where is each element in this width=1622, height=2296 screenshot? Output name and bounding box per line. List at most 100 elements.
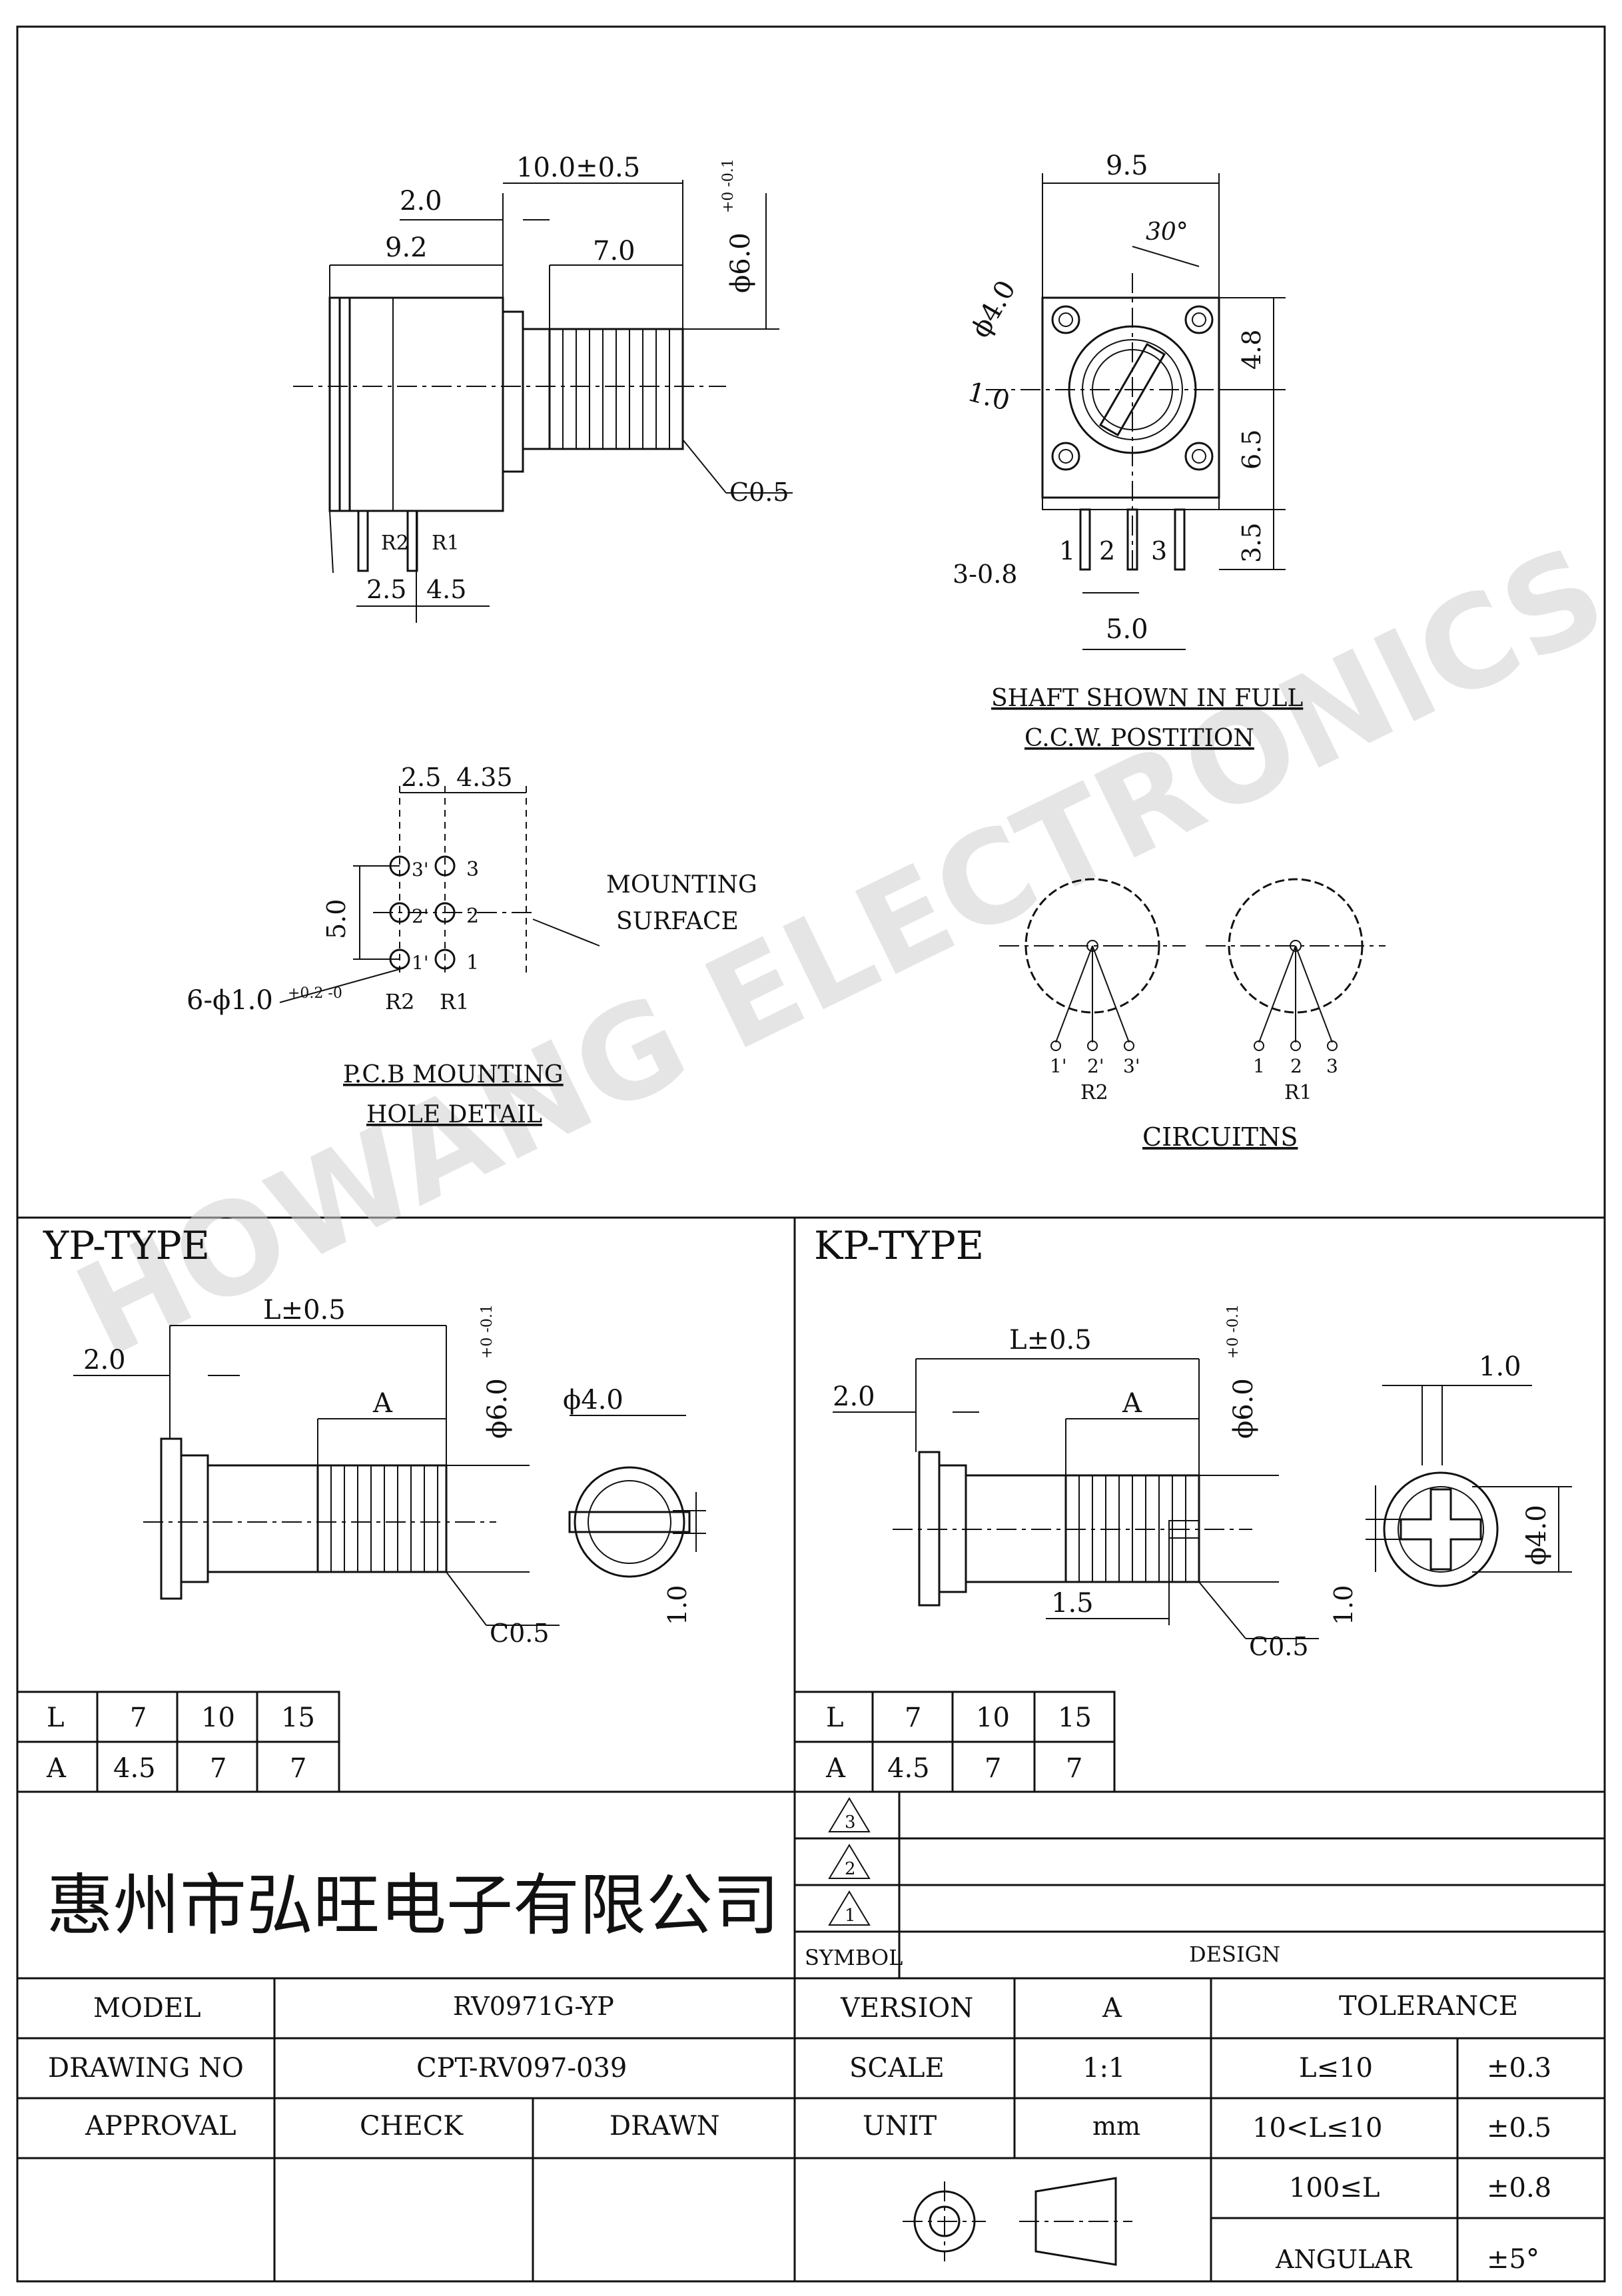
dim-shaft-diameter: ϕ6.0 (725, 232, 756, 293)
tolerance-value: ±5° (1487, 2244, 1539, 2275)
pcb-dim-pitch: 5.0 (322, 899, 351, 939)
yp-dim-diameter-tolerance: +0 -0.1 (479, 1304, 496, 1359)
dim-angle: 30° (1146, 218, 1188, 246)
front-pin-3: 3 (1151, 536, 1167, 566)
dim-pin-width: 3-0.8 (953, 560, 1017, 589)
dim-pin-length: 3.5 (1237, 523, 1266, 563)
yp-table-cell: 7 (290, 1753, 306, 1784)
svg-text:3: 3 (845, 1812, 856, 1832)
circuit-right-pin-3: 3 (1326, 1055, 1338, 1077)
side-view: 10.0±0.5 2.0 9.2 7.0 ϕ6.0 +0 -0.1 C0.5 R… (293, 153, 793, 623)
yp-chamfer: C0.5 (490, 1619, 550, 1648)
drawing-no-label: DRAWING NO (48, 2053, 244, 2084)
pcb-title-line1: P.C.B MOUNTING (343, 1061, 564, 1088)
pcb-pin-3-prime: 3' (412, 859, 429, 881)
drawing-border (16, 25, 1606, 2283)
model-value: RV0971G-YP (453, 1992, 614, 2021)
tolerance-range: 10<L≤10 (1252, 2113, 1382, 2143)
kp-table-cell: 7 (985, 1753, 1001, 1784)
pcb-hole-tolerance: +0.2 -0 (288, 985, 342, 1002)
yp-table-cell: L (47, 1703, 65, 1733)
circuit-left-pin-3: 3' (1123, 1055, 1140, 1077)
yp-table: L 7 10 15 A 4.5 7 7 (16, 1691, 340, 1793)
yp-table-cell: 15 (281, 1703, 315, 1733)
front-view: 9.5 30° ϕ4.0 1.0 4.8 6.5 3.5 1 2 3 3-0.8… (953, 151, 1303, 752)
kp-table-cell: L (826, 1703, 844, 1733)
pcb-pin-2: 2 (466, 905, 479, 928)
kp-dim-bushing: 2.0 (833, 1381, 875, 1412)
yp-dim-diameter: ϕ6.0 (482, 1378, 513, 1439)
dim-shaft: 7.0 (593, 236, 635, 266)
dim-upper: 4.8 (1237, 330, 1266, 370)
projection-symbol (903, 2177, 1132, 2266)
kp-dim-knob: ϕ4.0 (1521, 1505, 1552, 1565)
tolerance-value: ±0.5 (1487, 2113, 1551, 2143)
kp-dim-slot-length: 1.5 (1051, 1588, 1094, 1619)
kp-table-cell: 7 (1066, 1753, 1082, 1784)
tolerance-range: 100≤L (1289, 2173, 1380, 2203)
dim-front-width: 9.5 (1106, 151, 1148, 181)
yp-table-cell: A (46, 1753, 67, 1784)
revision-triangle-1: 1 (828, 1890, 871, 1926)
circuit-left-name: R2 (1080, 1081, 1108, 1104)
yp-dim-length: L±0.5 (263, 1295, 346, 1326)
drawing-no-value: CPT-RV097-039 (416, 2053, 627, 2084)
kp-dim-a: A (1122, 1388, 1142, 1419)
drawn-label: DRAWN (609, 2111, 720, 2141)
model-label: MODEL (93, 1993, 201, 2024)
kp-dim-diameter-tolerance: +0 -0.1 (1225, 1304, 1242, 1359)
pcb-dim-a: 2.5 (401, 763, 441, 792)
circuit-right-name: R1 (1284, 1081, 1312, 1104)
circuit-left-pin-1: 1' (1050, 1055, 1067, 1077)
yp-title: YP-TYPE (43, 1223, 210, 1268)
pcb-pin-3: 3 (466, 858, 479, 881)
circuit-left-pin-2: 2' (1087, 1055, 1104, 1077)
pcb-title-line2: HOLE DETAIL (366, 1101, 542, 1128)
dim-pin-a: 2.5 (366, 575, 406, 604)
dim-shaft-diameter-tolerance: +0 -0.1 (720, 159, 737, 213)
dim-lower: 6.5 (1237, 430, 1266, 470)
front-pin-2: 2 (1099, 536, 1115, 566)
pcb-pin-2-prime: 2' (412, 905, 429, 927)
circuits-title: CIRCUITNS (1142, 1122, 1298, 1152)
pcb-hole-spec: 6-ϕ1.0 (187, 985, 273, 1016)
design-label: DESIGN (1189, 1942, 1280, 1967)
tolerance-label: TOLERANCE (1339, 1991, 1518, 2022)
dim-pin-b: 4.5 (426, 575, 466, 604)
mounting-line2: SURFACE (616, 908, 739, 935)
unit-label: UNIT (863, 2111, 937, 2141)
tolerance-value: ±0.3 (1487, 2053, 1551, 2084)
pin-label-r2: R2 (381, 532, 409, 555)
pcb-detail: 2.5 4.35 5.0 6-ϕ1.0 +0.2 -0 3' 2' 1' 3 2… (187, 763, 757, 1128)
pin-label-r1: R1 (432, 532, 460, 555)
circuits: 1' 2' 3' R2 1 2 3 R1 CIRCUITNS (999, 878, 1386, 1152)
kp-table-cell: A (825, 1753, 846, 1784)
dim-total-length: 10.0±0.5 (516, 153, 640, 183)
front-note-line2: C.C.W. POSTITION (1024, 725, 1254, 752)
kp-title: KP-TYPE (814, 1223, 984, 1268)
yp-dim-knob: ϕ4.0 (563, 1385, 623, 1415)
unit-value: mm (1092, 2111, 1140, 2141)
kp-dim-slot: 1.0 (1329, 1585, 1358, 1625)
pcb-dim-b: 4.35 (456, 763, 513, 792)
yp-table-cell: 10 (201, 1703, 235, 1733)
tolerance-range: ANGULAR (1275, 2245, 1413, 2274)
version-value: A (1102, 1993, 1122, 2024)
kp-chamfer: C0.5 (1249, 1632, 1309, 1661)
dim-slot: 1.0 (964, 376, 1013, 417)
tolerance-range: L≤10 (1299, 2053, 1373, 2084)
kp-table-cell: 4.5 (887, 1753, 930, 1784)
front-pin-1: 1 (1059, 536, 1075, 566)
yp-table-cell: 7 (130, 1703, 147, 1733)
revision-triangle-3: 3 (828, 1797, 871, 1832)
pcb-pin-1-prime: 1' (412, 952, 429, 974)
yp-dim-bushing: 2.0 (83, 1345, 126, 1375)
scale-value: 1:1 (1082, 2053, 1125, 2084)
tolerance-value: ±0.8 (1487, 2173, 1551, 2203)
circuit-right-pin-1: 1 (1253, 1055, 1265, 1077)
kp-type-section: KP-TYPE (793, 1223, 1572, 1793)
front-note-line1: SHAFT SHOWN IN FULL (991, 685, 1303, 712)
kp-dim-diameter: ϕ6.0 (1228, 1378, 1259, 1439)
kp-table: L 7 10 15 A 4.5 7 7 (793, 1691, 1116, 1793)
